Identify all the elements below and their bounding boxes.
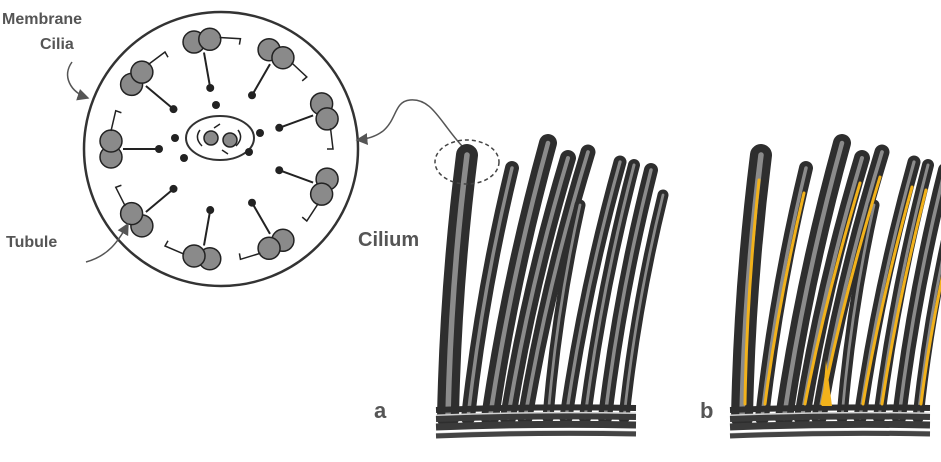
microtubule-b xyxy=(316,108,338,130)
axoneme-cross-section xyxy=(84,12,358,286)
microtubule-b xyxy=(311,183,333,205)
inner-spoke-dot xyxy=(256,129,264,137)
spoke-head xyxy=(248,91,256,99)
spoke-head xyxy=(170,185,178,193)
microtubule-b xyxy=(183,245,205,267)
spoke-head xyxy=(248,199,256,207)
membrane-arrow xyxy=(68,62,88,98)
inner-spoke-dot xyxy=(245,148,253,156)
tubule-label: Tubule xyxy=(6,234,57,251)
membrane-label: Membrane xyxy=(2,11,82,28)
spoke-head xyxy=(206,84,214,92)
basal-band xyxy=(436,424,636,427)
central-microtubule xyxy=(204,131,218,145)
central-microtubule xyxy=(223,133,237,147)
cilia-image-panel-a xyxy=(435,140,663,436)
microtubule-b xyxy=(100,130,122,152)
inner-spoke-dot xyxy=(212,101,220,109)
basal-band xyxy=(436,433,636,436)
basal-band xyxy=(730,416,930,419)
spoke-head xyxy=(170,105,178,113)
inner-spoke-dot xyxy=(180,154,188,162)
microtubule-b xyxy=(199,28,221,50)
panel-a-label: a xyxy=(374,398,387,423)
basal-band xyxy=(436,407,636,410)
cilium-arrow xyxy=(357,100,462,146)
spoke-head xyxy=(275,124,283,132)
cilium-label: Cilium xyxy=(358,229,419,251)
basal-band xyxy=(730,424,930,427)
basal-band xyxy=(730,433,930,436)
spoke-head xyxy=(206,206,214,214)
spoke-head xyxy=(275,166,283,174)
microtubule-b xyxy=(258,237,280,259)
cilium-strand xyxy=(448,155,467,418)
basal-band xyxy=(730,407,930,410)
panel-b-label: b xyxy=(700,398,713,423)
cilia-image-panel-b xyxy=(730,143,941,436)
cilia-label: Cilia xyxy=(40,36,74,53)
inner-spoke-dot xyxy=(171,134,179,142)
basal-band xyxy=(436,416,636,419)
microtubule-b xyxy=(121,203,143,225)
spoke-head xyxy=(155,145,163,153)
microtubule-b xyxy=(272,47,294,69)
